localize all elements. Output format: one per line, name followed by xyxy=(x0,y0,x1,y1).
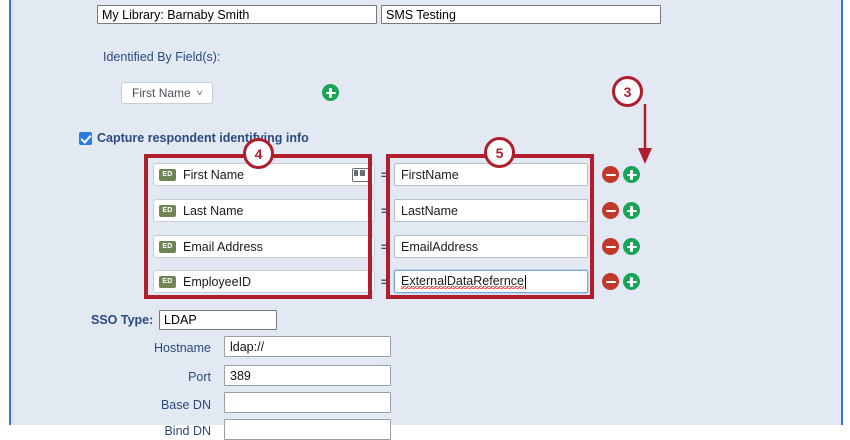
table-row[interactable]: ED First Name xyxy=(153,163,375,186)
sso-type-select[interactable]: LDAP xyxy=(159,310,277,330)
equals-sign: = xyxy=(381,204,389,218)
sso-type-label: SSO Type: xyxy=(91,313,154,327)
row-actions xyxy=(602,238,640,255)
equals-sign: = xyxy=(381,240,389,254)
row-actions xyxy=(602,166,640,183)
base-dn-field[interactable] xyxy=(224,392,391,413)
port-value: 389 xyxy=(230,368,251,383)
mapping-left-field-label: First Name xyxy=(183,167,245,182)
hostname-field[interactable]: ldap:// xyxy=(224,336,391,357)
port-label: Port xyxy=(188,370,211,384)
annotation-marker-5: 5 xyxy=(484,137,515,168)
embedded-data-badge-icon: ED xyxy=(159,275,176,288)
mapping-left-field-label: Last Name xyxy=(183,203,244,218)
plus-circle-icon[interactable] xyxy=(623,166,640,183)
plus-circle-icon[interactable] xyxy=(623,202,640,219)
page-container: My Library: Barnaby Smith SMS Testing Id… xyxy=(9,0,843,440)
bind-dn-field[interactable] xyxy=(224,419,391,440)
mapping-right-input-focused[interactable]: ExternalDataRefernce xyxy=(394,270,588,293)
embedded-data-badge-icon: ED xyxy=(159,168,176,181)
annotation-arrow-icon xyxy=(638,104,652,164)
port-field[interactable]: 389 xyxy=(224,365,391,386)
minus-circle-icon[interactable] xyxy=(602,273,619,290)
equals-sign: = xyxy=(381,275,389,289)
mapping-right-input[interactable]: LastName xyxy=(394,199,588,222)
capture-respondent-info-row[interactable]: Capture respondent identifying info xyxy=(79,131,309,145)
contact-card-icon[interactable] xyxy=(352,167,369,182)
minus-circle-icon[interactable] xyxy=(602,238,619,255)
hostname-value: ldap:// xyxy=(230,339,265,354)
add-identified-field-button[interactable] xyxy=(322,84,339,106)
table-row[interactable]: ED Last Name xyxy=(153,199,375,222)
survey-select-wrapper[interactable]: SMS Testing xyxy=(381,5,661,24)
row-actions xyxy=(602,273,640,290)
library-select-wrapper[interactable]: My Library: Barnaby Smith xyxy=(97,5,377,24)
annotation-marker-3: 3 xyxy=(612,76,643,107)
base-dn-label: Base DN xyxy=(160,398,211,412)
identified-by-field-select[interactable]: First Name ˅ xyxy=(121,82,213,104)
minus-circle-icon[interactable] xyxy=(602,166,619,183)
mapping-left-field-label: EmployeeID xyxy=(183,274,252,289)
text-cursor xyxy=(524,274,526,289)
identified-by-field-value: First Name xyxy=(132,86,191,100)
plus-circle-icon[interactable] xyxy=(623,238,640,255)
minus-circle-icon[interactable] xyxy=(602,202,619,219)
embedded-data-badge-icon: ED xyxy=(159,204,176,217)
survey-select[interactable]: SMS Testing xyxy=(381,5,661,24)
hostname-label: Hostname xyxy=(154,341,211,355)
top-select-bar: My Library: Barnaby Smith SMS Testing xyxy=(97,5,661,24)
capture-respondent-info-label: Capture respondent identifying info xyxy=(97,131,309,145)
equals-sign: = xyxy=(381,168,389,182)
sso-type-select-wrapper[interactable]: LDAP xyxy=(159,310,277,330)
mapping-right-value: ExternalDataRefernce xyxy=(401,274,524,289)
plus-circle-icon xyxy=(322,84,339,101)
table-row[interactable]: ED EmployeeID xyxy=(153,270,375,293)
table-row[interactable]: ED Email Address xyxy=(153,235,375,258)
mapping-right-input[interactable]: FirstName xyxy=(394,163,588,186)
capture-respondent-info-checkbox[interactable] xyxy=(79,131,92,145)
identified-by-label: Identified By Field(s): xyxy=(103,50,221,64)
embedded-data-badge-icon: ED xyxy=(159,240,176,253)
mapping-right-value: FirstName xyxy=(401,167,459,182)
mapping-right-value: EmailAddress xyxy=(401,239,479,254)
annotation-marker-4: 4 xyxy=(243,138,274,169)
library-select[interactable]: My Library: Barnaby Smith xyxy=(97,5,377,24)
mapping-right-value: LastName xyxy=(401,203,458,218)
chevron-down-icon: ˅ xyxy=(195,88,203,98)
bind-dn-label: Bind DN xyxy=(164,424,211,438)
plus-circle-icon[interactable] xyxy=(623,273,640,290)
row-actions xyxy=(602,202,640,219)
mapping-left-field-label: Email Address xyxy=(183,239,263,254)
mapping-right-input[interactable]: EmailAddress xyxy=(394,235,588,258)
